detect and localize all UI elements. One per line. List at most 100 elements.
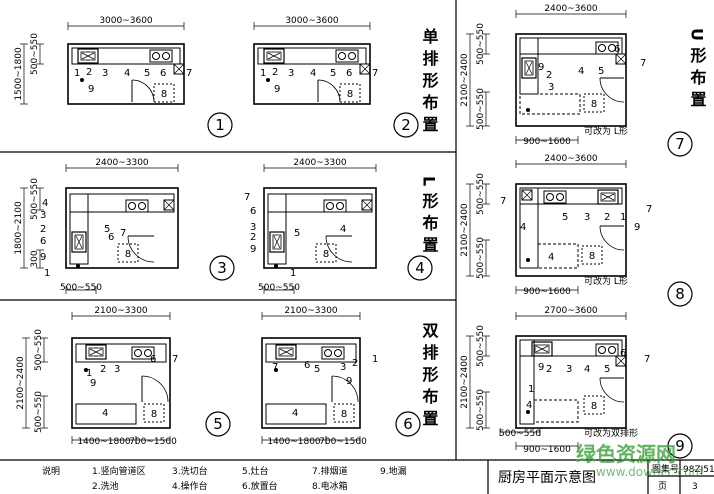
dimension-label: 2400~3600 (544, 154, 598, 164)
dimension-label: 2100~3300 (94, 306, 148, 316)
refrigerator-label: 8 (591, 401, 597, 412)
plan-number-circle (205, 411, 231, 437)
stove-icon (595, 343, 619, 357)
room-outline (515, 183, 627, 277)
item-label: 9 (88, 84, 94, 95)
dimension-label: 500~550 (34, 391, 44, 433)
room-outline (515, 335, 627, 429)
atlas-label: 图集号 (652, 463, 679, 475)
atlas-value: 98ZJ513 (683, 465, 714, 475)
dimension-label: 900~1600 (523, 287, 571, 297)
sink-mark (75, 235, 83, 249)
refrigerator-label: 8 (589, 251, 595, 262)
sink-icon (85, 344, 107, 360)
dimension-label: 1400~1800 (77, 437, 131, 447)
sink-mark (81, 52, 95, 60)
item-label: 6 (620, 348, 626, 359)
door-swing-arc (331, 375, 359, 403)
item-label: 1 (290, 268, 296, 279)
dimension-label: 1800~2100 (14, 201, 24, 255)
group-title-l: L形布置 (420, 176, 439, 258)
plan-number: 2 (401, 116, 411, 134)
burner-icon (128, 202, 136, 210)
burner-icon (152, 52, 160, 60)
burner-icon (598, 346, 606, 354)
plan-number-circle (207, 112, 233, 138)
dimension-label: 1400~1800 (267, 437, 321, 447)
item-label: 3 (584, 212, 590, 223)
sink-mark (279, 348, 293, 356)
item-label: 5 (330, 68, 336, 79)
floor-drain-icon (76, 264, 80, 268)
floor-drain-icon (84, 368, 88, 372)
sink-basin-icon (74, 234, 84, 250)
page-value: 3 (692, 482, 698, 492)
plan-note: 可改为双排形 (584, 427, 638, 439)
burner-icon (334, 349, 342, 357)
burner-icon (598, 44, 606, 52)
item-label: 5 (144, 68, 150, 79)
counter-run-opposite (75, 403, 137, 425)
sink-basin-icon (272, 234, 282, 250)
flue-icon (173, 63, 185, 75)
item-label: 7 (640, 58, 646, 69)
item-label: 5 (562, 212, 568, 223)
dimension-label: 500~550 (30, 178, 40, 220)
counter-run (75, 343, 167, 363)
burner-icon (608, 44, 616, 52)
svg-text:www.downcc.com: www.downcc.com (596, 465, 703, 479)
group-title-single: 单排形布置 (420, 27, 439, 138)
item-label: 9 (250, 244, 256, 255)
plan-9: 8可改为双排形92700~36002100~2400500~550500~550… (460, 306, 693, 459)
item-label: 4 (548, 252, 554, 263)
item-label: 9 (90, 378, 96, 389)
dimension-label: 2100~2400 (460, 203, 470, 257)
plan-number: 3 (217, 259, 227, 277)
dimension-label: 2100~2400 (16, 356, 26, 410)
burner-icon (336, 202, 344, 210)
plan-number-circle (395, 411, 421, 437)
item-label: 6 (150, 354, 156, 365)
item-label: 2 (40, 224, 46, 235)
room-outline (65, 187, 179, 269)
sink-icon (597, 189, 619, 205)
plan-number: 9 (675, 437, 685, 455)
note-item: 1.竖向管道区 (92, 465, 146, 477)
stove-icon (125, 199, 149, 213)
stove-icon (595, 41, 619, 55)
note-item: 2.洗池 (92, 480, 119, 492)
refrigerator-label: 8 (341, 409, 347, 420)
plan-number-circle (667, 281, 693, 307)
flue-icon (615, 355, 627, 367)
counter-run-side (519, 37, 539, 95)
item-label: 1 (620, 212, 626, 223)
counter-run-bottom (519, 93, 581, 115)
item-label: 7 (646, 204, 652, 215)
room-outline (515, 33, 627, 127)
flue-icon (361, 199, 373, 211)
plan-number: 6 (403, 415, 413, 433)
item-label: 4 (578, 66, 584, 77)
dimension-label: 500~550 (476, 389, 486, 431)
counter-run (69, 193, 175, 213)
room-outline (261, 337, 361, 429)
counter-run-bottom (537, 243, 579, 269)
counter-run-bottom (533, 399, 579, 423)
burner-icon (546, 193, 554, 201)
item-label: 2 (86, 67, 92, 78)
item-label: 3 (250, 222, 256, 233)
dimension-label: 500~550 (476, 325, 486, 367)
item-label: 4 (310, 68, 316, 79)
flue-mark (615, 355, 627, 367)
item-label: 7 (186, 68, 192, 79)
floor-drain-icon (526, 108, 530, 112)
counter-run-side (267, 193, 287, 265)
plan-number: 8 (675, 285, 685, 303)
item-label: 9 (538, 362, 544, 373)
